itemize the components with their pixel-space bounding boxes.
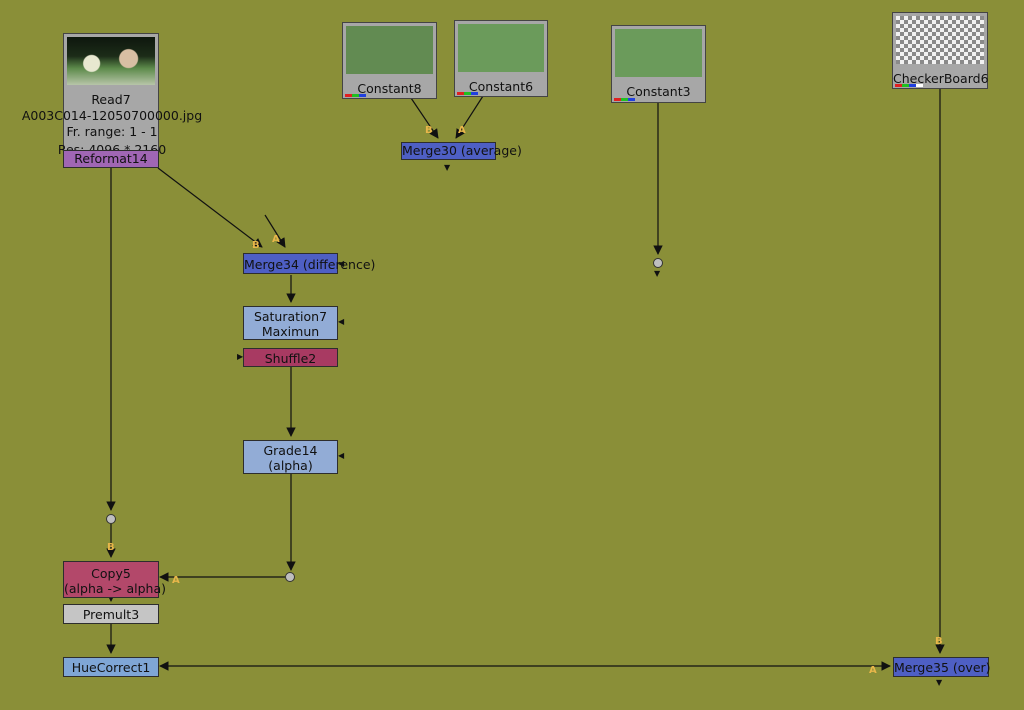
merge35-input-a: A bbox=[869, 665, 877, 676]
grade-node[interactable]: Grade14 (alpha) bbox=[243, 440, 338, 474]
saturation-mode: Maximun bbox=[261, 324, 320, 339]
constant6-channel-chips bbox=[457, 92, 478, 95]
wire-reformat-to-merge34 bbox=[157, 167, 263, 248]
checkerboard-channel-chips bbox=[895, 84, 923, 87]
shuffle-node[interactable]: Shuffle2 bbox=[243, 348, 338, 367]
constant8-channel-chips bbox=[345, 94, 366, 97]
reformat-node[interactable]: Reformat14 bbox=[63, 150, 159, 168]
copy5-input-a: A bbox=[172, 575, 180, 586]
copy5-input-b: B bbox=[107, 542, 115, 553]
constant3-thumbnail bbox=[615, 29, 702, 77]
dot-node-grade[interactable] bbox=[285, 572, 295, 582]
saturation-label: Saturation7 bbox=[253, 309, 328, 324]
dot-constant3-caret: ▼ bbox=[654, 269, 661, 278]
merge30-label: Merge30 (average) bbox=[402, 143, 522, 158]
checkerboard-node[interactable]: CheckerBoard6 bbox=[892, 12, 989, 89]
merge30-output-caret: ▼ bbox=[444, 163, 451, 172]
copy5-label: Copy5 bbox=[91, 566, 131, 581]
constant6-thumbnail bbox=[458, 24, 544, 72]
merge34-input-a: A bbox=[272, 234, 280, 245]
dot-node-left[interactable] bbox=[106, 514, 116, 524]
read-node[interactable]: Read7 bbox=[63, 33, 159, 151]
premult-node[interactable]: Premult3 bbox=[63, 604, 159, 624]
merge30-node[interactable]: Merge30 (average) bbox=[401, 142, 522, 160]
read-file-name: A003C014-12050700000.jpg bbox=[21, 108, 203, 123]
merge34-mask-caret: ◀ bbox=[338, 259, 345, 268]
shuffle-input-caret: ▶ bbox=[237, 352, 244, 361]
read-frame-range: Fr. range: 1 - 1 bbox=[66, 124, 158, 139]
merge34-label: Merge34 (difference) bbox=[244, 257, 376, 272]
constant3-channel-chips bbox=[614, 98, 635, 101]
grade-label: Grade14 bbox=[263, 443, 318, 458]
read-thumbnail bbox=[67, 37, 155, 85]
copy5-channels: (alpha -> alpha) bbox=[64, 581, 166, 596]
reformat-label: Reformat14 bbox=[74, 151, 148, 166]
huecorrect-node[interactable]: HueCorrect1 bbox=[63, 657, 159, 677]
constant3-label: Constant3 bbox=[626, 84, 691, 99]
constant3-node[interactable]: Constant3 bbox=[611, 25, 706, 103]
merge34-input-b: B bbox=[252, 240, 260, 251]
grade-channel: (alpha) bbox=[268, 458, 313, 473]
constant6-label: Constant6 bbox=[468, 79, 534, 94]
merge35-label: Merge35 (over) bbox=[894, 660, 991, 675]
huecorrect-label: HueCorrect1 bbox=[71, 660, 151, 675]
copy5-node[interactable]: Copy5 (alpha -> alpha) bbox=[63, 561, 166, 598]
constant8-label: Constant8 bbox=[357, 81, 422, 96]
merge30-input-b: B bbox=[425, 125, 433, 136]
constant6-node[interactable]: Constant6 bbox=[454, 20, 548, 97]
saturation-mask-caret: ◀ bbox=[338, 317, 345, 326]
merge35-input-b: B bbox=[935, 636, 943, 647]
shuffle-label: Shuffle2 bbox=[264, 351, 317, 366]
read-node-label: Read7 bbox=[91, 92, 131, 107]
grade-mask-caret: ◀ bbox=[338, 451, 345, 460]
merge35-output-caret: ▼ bbox=[936, 678, 943, 687]
checkerboard-label: CheckerBoard6 bbox=[893, 71, 989, 86]
checkerboard-thumbnail bbox=[896, 16, 984, 64]
merge30-input-a: A bbox=[458, 125, 466, 136]
saturation-node[interactable]: Saturation7 Maximun bbox=[243, 306, 338, 340]
merge35-node[interactable]: Merge35 (over) bbox=[893, 657, 991, 677]
constant8-thumbnail bbox=[346, 26, 433, 74]
constant8-node[interactable]: Constant8 bbox=[342, 22, 437, 99]
merge34-node[interactable]: Merge34 (difference) bbox=[243, 253, 376, 274]
premult-label: Premult3 bbox=[82, 607, 140, 622]
dot-node-constant3[interactable] bbox=[653, 258, 663, 268]
